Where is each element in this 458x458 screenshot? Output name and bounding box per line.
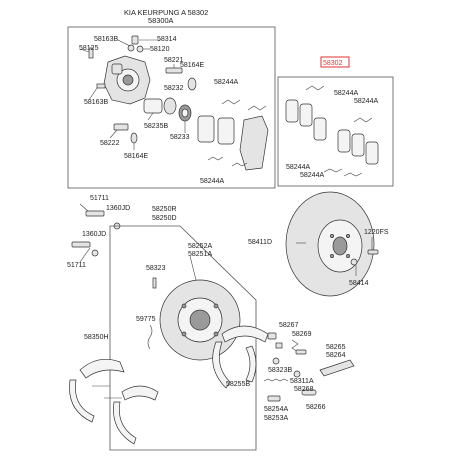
label-58414[interactable]: 58414 bbox=[349, 280, 369, 287]
highlighted-part-label[interactable]: 58302 bbox=[323, 60, 343, 67]
label-58268[interactable]: 58268 bbox=[294, 386, 314, 393]
label-58244a-2[interactable]: 58244A bbox=[200, 178, 224, 185]
caliper-assembly-frame bbox=[67, 26, 276, 189]
label-58314[interactable]: 58314 bbox=[157, 36, 177, 43]
label-58266[interactable]: 58266 bbox=[306, 404, 326, 411]
label-51711-bot[interactable]: 51711 bbox=[67, 262, 86, 269]
label-1360jd-bot[interactable]: 1360JD bbox=[82, 231, 106, 238]
label-58254a[interactable]: 58254A bbox=[264, 406, 288, 413]
label-58244a-5[interactable]: 58244A bbox=[286, 164, 310, 171]
label-51711-top[interactable]: 51711 bbox=[90, 195, 109, 202]
label-58265[interactable]: 58265 bbox=[326, 344, 346, 351]
label-58251a[interactable]: 58251A bbox=[188, 251, 212, 258]
label-58221[interactable]: 58221 bbox=[164, 57, 184, 64]
highlighted-part-tag[interactable] bbox=[320, 56, 350, 68]
label-58253a[interactable]: 58253A bbox=[264, 415, 288, 422]
label-58244a-1[interactable]: 58244A bbox=[214, 79, 238, 86]
label-58235b[interactable]: 58235B bbox=[144, 123, 168, 130]
label-58267[interactable]: 58267 bbox=[279, 322, 299, 329]
label-58244a-6[interactable]: 58244A bbox=[300, 172, 324, 179]
label-58232[interactable]: 58232 bbox=[164, 85, 184, 92]
label-58323b[interactable]: 58323B bbox=[268, 367, 292, 374]
header-assembly-number: 58300A bbox=[148, 16, 174, 25]
label-58164e-top[interactable]: 58164E bbox=[180, 62, 204, 69]
label-58323[interactable]: 58323 bbox=[146, 265, 166, 272]
label-58164e-bot[interactable]: 58164E bbox=[124, 153, 148, 160]
label-58163b-top[interactable]: 58163B bbox=[94, 36, 118, 43]
label-58411d[interactable]: 58411D bbox=[248, 239, 272, 246]
label-1220fs[interactable]: 1220FS bbox=[364, 229, 389, 236]
pad-kit-frame bbox=[277, 76, 394, 187]
label-58222[interactable]: 58222 bbox=[100, 140, 120, 147]
label-1360jd-top[interactable]: 1360JD bbox=[106, 205, 130, 212]
lower-drawings bbox=[69, 191, 379, 451]
caliper-drawings bbox=[79, 35, 269, 171]
label-58120[interactable]: 58120 bbox=[150, 46, 170, 53]
label-58233[interactable]: 58233 bbox=[170, 134, 190, 141]
label-58255b[interactable]: 58255B bbox=[226, 381, 250, 388]
label-58244a-3[interactable]: 58244A bbox=[334, 90, 358, 97]
label-58269[interactable]: 58269 bbox=[292, 331, 312, 338]
label-58252a[interactable]: 58252A bbox=[188, 243, 212, 250]
label-58125[interactable]: 58125 bbox=[79, 45, 99, 52]
pad-kit-drawings bbox=[285, 85, 379, 177]
header-title: KIA KEURPUNG A 58302 bbox=[124, 8, 208, 17]
label-58350h[interactable]: 58350H bbox=[84, 334, 109, 341]
label-58250r[interactable]: 58250R bbox=[152, 206, 177, 213]
label-58311a[interactable]: 58311A bbox=[290, 378, 314, 385]
label-58250d[interactable]: 58250D bbox=[152, 215, 177, 222]
label-58163b-mid[interactable]: 58163B bbox=[84, 99, 108, 106]
label-58264[interactable]: 58264 bbox=[326, 352, 346, 359]
label-58244a-4[interactable]: 58244A bbox=[354, 98, 378, 105]
label-59775[interactable]: 59775 bbox=[136, 316, 156, 323]
